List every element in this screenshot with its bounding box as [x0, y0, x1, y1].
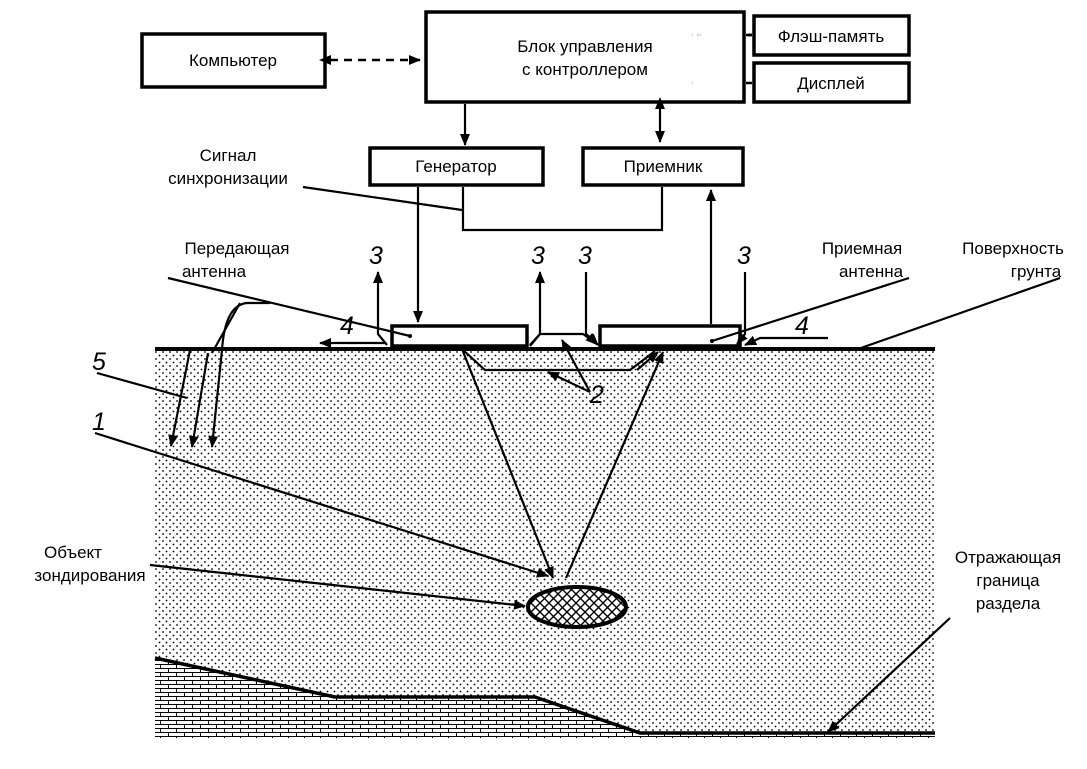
sync-label-1: Сигнал — [200, 146, 257, 165]
callout-3b: 3 — [531, 242, 545, 270]
callout-5: 5 — [92, 348, 106, 376]
tx-antenna-leader — [167, 276, 411, 338]
rx-antenna-label-1: Приемная — [822, 239, 902, 258]
callout-3a: 3 — [369, 242, 383, 270]
direct-wave-path — [461, 348, 656, 372]
callout-3d: 3 — [737, 242, 751, 270]
receiver-label: Приемник — [624, 157, 703, 176]
callout-3c: 3 — [578, 242, 592, 270]
head-wave-arrow — [208, 301, 270, 448]
sync-leader — [302, 185, 463, 212]
boundary-label-2: граница — [976, 571, 1040, 590]
incident-wave — [460, 348, 555, 579]
callout-2-leader-a — [561, 339, 591, 393]
bedrock-layer — [154, 656, 935, 738]
callout-4b-line — [744, 335, 828, 346]
flash-label: Флэш-память — [778, 27, 885, 46]
callout-5-leader — [96, 371, 188, 400]
surface-label-2: грунта — [1011, 262, 1062, 281]
boundary-leader — [827, 617, 951, 733]
callout-4a: 4 — [340, 312, 354, 340]
sync-signal-line — [461, 187, 664, 232]
callout-2: 2 — [589, 381, 604, 409]
callout-2-leader-b — [547, 371, 591, 393]
generator-label: Генератор — [415, 157, 496, 176]
display-block — [752, 61, 911, 104]
rx-antenna-label-2: антенна — [839, 262, 904, 281]
tx-antenna — [390, 324, 529, 348]
callout-3c-arrow — [584, 272, 598, 345]
boundary-label-1: Отражающая — [955, 548, 1061, 567]
object-leader — [149, 563, 526, 610]
callout-3d-arrow — [736, 272, 748, 345]
boundary-label-3: раздела — [976, 594, 1041, 613]
tx-antenna-label-2: антенна — [182, 262, 247, 281]
surface-label-1: Поверхность — [962, 239, 1064, 258]
reflected-wave — [564, 351, 665, 579]
receiver-block — [581, 146, 745, 187]
sync-label-2: синхронизации — [168, 169, 288, 188]
generator-block — [368, 146, 545, 187]
callout-3a-arrow — [373, 271, 388, 346]
flash-memory-block — [752, 14, 911, 57]
ground-soil — [155, 349, 935, 738]
computer-block — [140, 32, 327, 89]
control-unit-block — [424, 10, 746, 104]
object-label-1: Объект — [44, 543, 102, 562]
control-unit-label-1: Блок управления — [517, 37, 652, 56]
tx-antenna-label-1: Передающая — [185, 239, 290, 258]
surface-leader — [857, 276, 1061, 351]
callout-3b-arrow — [529, 271, 545, 346]
callout-1-leader — [94, 431, 549, 578]
computer-label: Компьютер — [189, 51, 277, 70]
callout-4b: 4 — [795, 312, 809, 340]
callout-1: 1 — [92, 408, 106, 436]
head-wave-2 — [188, 352, 210, 448]
control-unit-label-2: с контроллером — [522, 60, 648, 79]
head-wave-3 — [168, 349, 192, 447]
display-label: Дисплей — [797, 74, 865, 93]
object-label-2: зондирования — [34, 566, 145, 585]
sounding-object — [526, 585, 628, 629]
